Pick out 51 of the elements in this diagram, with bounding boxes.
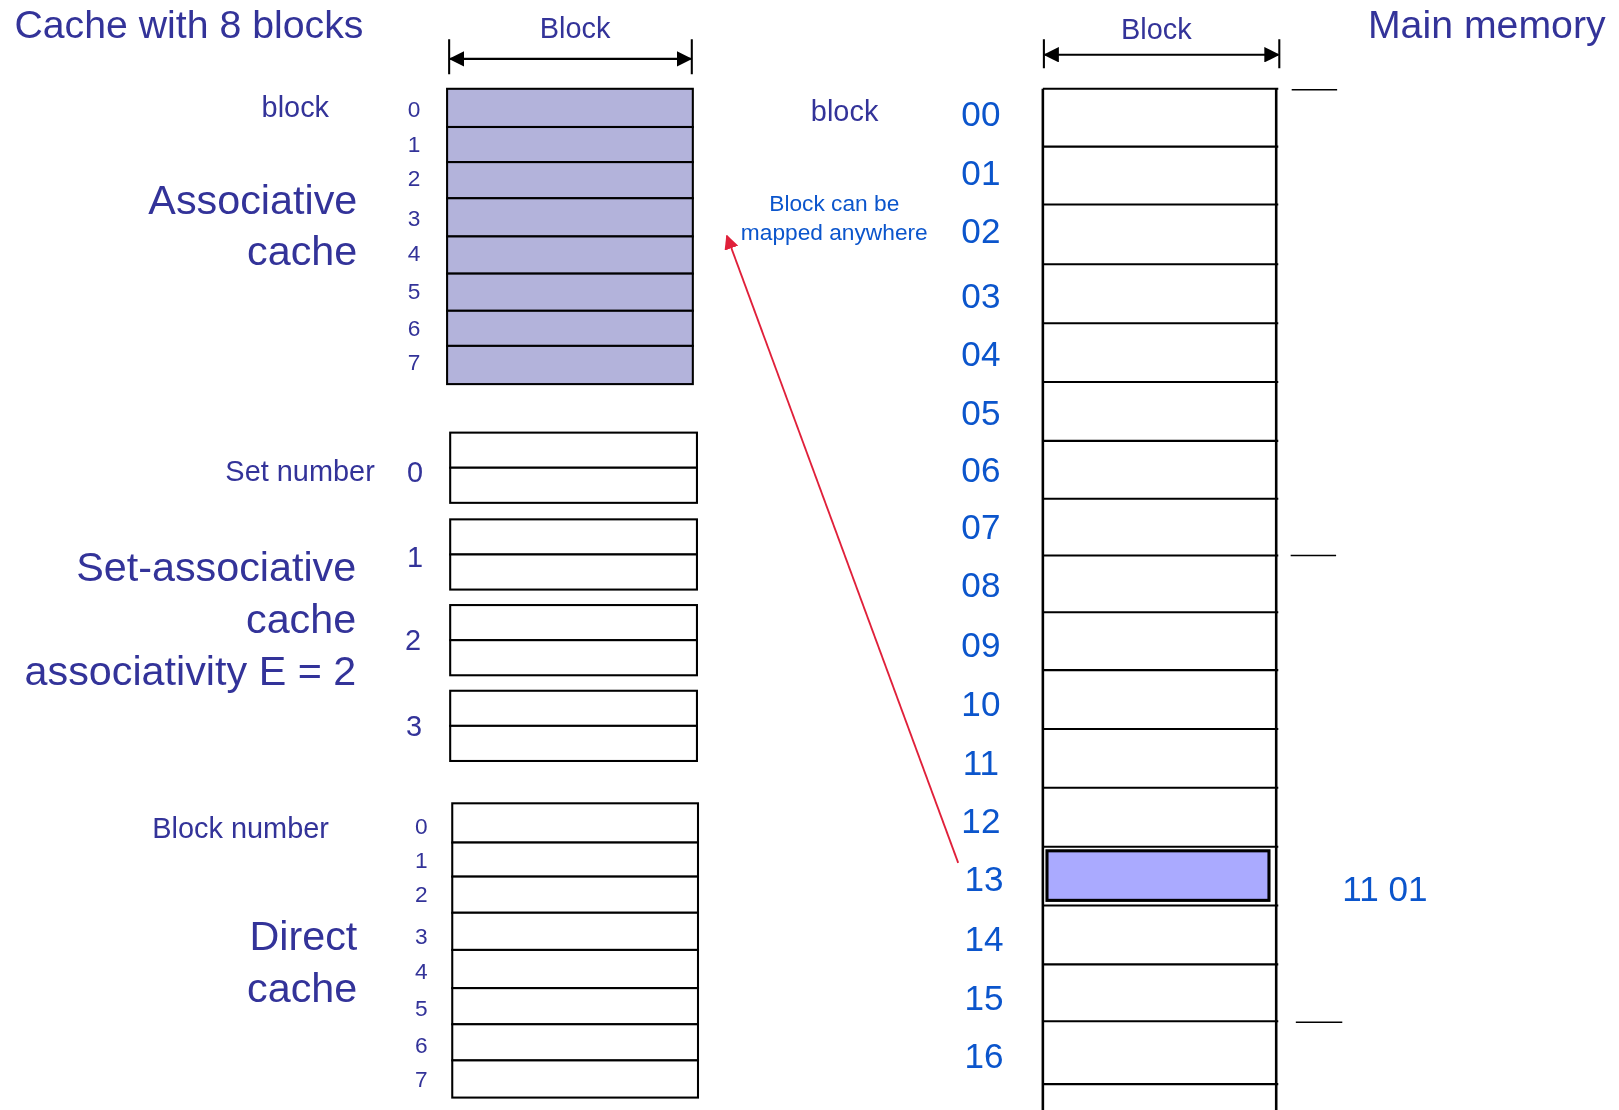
block-number: 4: [413, 957, 429, 986]
memory-address: 10: [960, 682, 1002, 725]
block-number: 3: [406, 204, 422, 234]
arrow: [724, 234, 960, 864]
memory-address: 01: [960, 151, 1002, 194]
block-number: 1: [406, 130, 422, 159]
block-number: 0: [406, 95, 422, 124]
memory-address: 16: [963, 1034, 1005, 1077]
block-number: 7: [413, 1065, 429, 1095]
block-number: 7: [406, 348, 422, 377]
memory-address: 02: [960, 209, 1002, 252]
set-number: 3: [405, 708, 424, 744]
set-number: 0: [406, 454, 425, 490]
memory-address: 13: [958, 856, 1010, 901]
set-number: 1: [406, 539, 425, 575]
memory-address: 06: [960, 448, 1002, 492]
column-label: Block: [1120, 11, 1193, 47]
cache-type-label: Direct cache: [246, 911, 358, 1012]
address-bits: 11 01: [1342, 868, 1429, 911]
column-label: Block: [538, 10, 612, 46]
memory-address: 07: [960, 505, 1002, 548]
block-number: 5: [413, 994, 429, 1023]
block-number: 1: [413, 846, 429, 876]
row-label: block: [260, 89, 331, 125]
memory-address: 14: [963, 917, 1005, 960]
note: Block can be mapped anywhere: [731, 189, 938, 246]
block-number: 3: [413, 922, 429, 951]
block-number: 6: [413, 1031, 429, 1061]
memory-address: 15: [963, 976, 1005, 1019]
memory-address: 03: [960, 274, 1002, 317]
row-label: Set number: [224, 453, 375, 489]
memory-address: 08: [960, 563, 1002, 606]
cache-type-label: Set-associative cache associativity E = 2: [23, 543, 357, 695]
block-number: 2: [406, 164, 422, 193]
memory-address: 00: [960, 92, 1002, 135]
block-number: 2: [413, 881, 429, 910]
row-label: block: [809, 93, 880, 129]
memory-address: 11: [961, 742, 1001, 785]
set-number: 2: [403, 623, 423, 659]
block-number: 4: [406, 239, 422, 269]
memory-title: Main memory: [1366, 2, 1606, 49]
diagram-title: Cache with 8 blocks: [14, 2, 365, 49]
memory-address: 05: [960, 392, 1002, 435]
cache-type-label: Associative cache: [147, 175, 358, 276]
memory-address: 09: [960, 623, 1002, 666]
block-number: 5: [406, 278, 422, 307]
block-number: 0: [413, 812, 429, 842]
block-number: 6: [406, 314, 422, 343]
row-label: Block number: [151, 811, 330, 847]
memory-address: 12: [960, 800, 1002, 843]
memory-address: 04: [960, 332, 1002, 375]
